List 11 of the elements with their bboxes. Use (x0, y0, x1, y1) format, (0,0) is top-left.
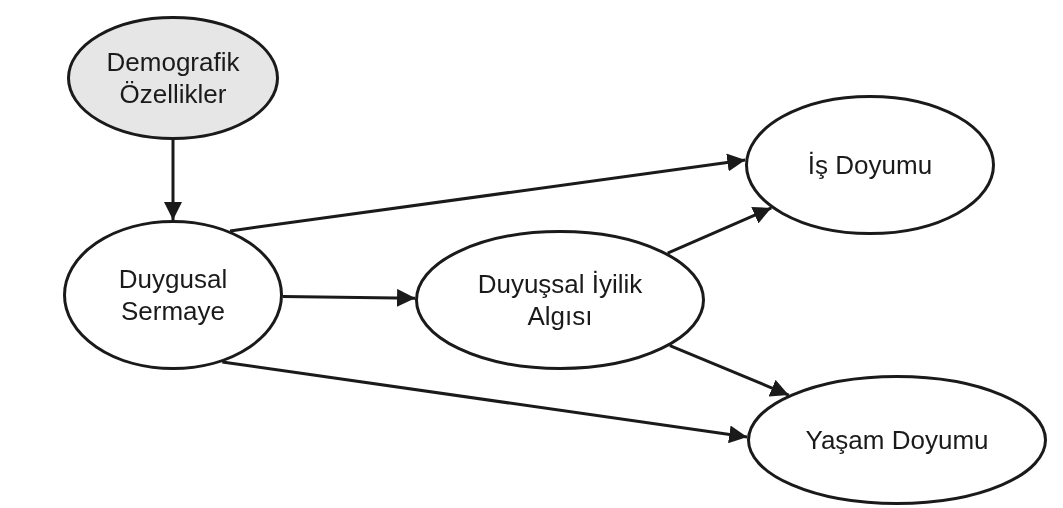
node-label: Duygusal Sermaye (117, 263, 229, 327)
node-label: İş Doyumu (807, 149, 933, 181)
node-label: Duyuşsal İyilik Algısı (476, 268, 644, 332)
arrow (282, 288, 416, 307)
arrow (164, 140, 182, 220)
node-label: Demografik Özellikler (105, 46, 241, 110)
arrow (669, 344, 790, 397)
arrow (222, 360, 748, 444)
arrow (667, 206, 772, 255)
arrow (229, 153, 746, 233)
node-label: Yaşam Doyumu (805, 424, 989, 456)
